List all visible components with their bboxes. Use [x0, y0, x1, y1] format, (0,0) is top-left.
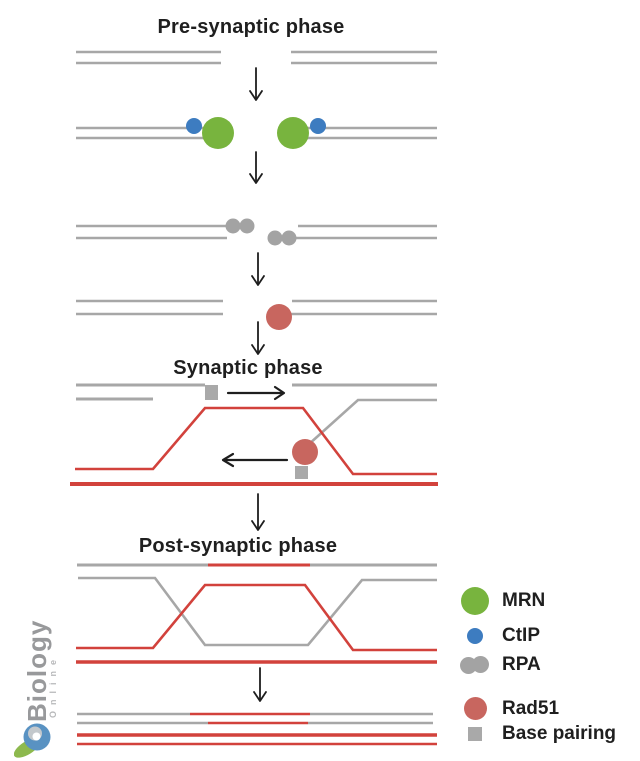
crossed-gray-strand — [78, 576, 437, 647]
rad51-protein — [292, 439, 318, 465]
dsdna-break-row — [76, 50, 437, 65]
rad51-row — [76, 299, 437, 330]
down-arrow-icon — [251, 493, 265, 531]
rpa-dimer-icon — [460, 656, 490, 674]
mrn-ctip-row — [76, 117, 437, 149]
post-synaptic-title: Post-synaptic phase — [138, 535, 338, 557]
down-arrow-icon — [253, 667, 267, 702]
legend-item-rad51: Rad51 — [456, 697, 559, 720]
biology-online-logo-icon — [14, 723, 51, 758]
ctip-circle-icon — [467, 628, 483, 644]
rad51-circle-icon — [463, 697, 487, 720]
legend-label: RPA — [502, 654, 541, 675]
left-arrow-icon — [221, 452, 289, 468]
legend-label: MRN — [502, 590, 546, 611]
mrn-circle-icon — [461, 587, 489, 615]
base-pairing-square — [205, 385, 218, 400]
base-pairing-square — [295, 466, 308, 479]
right-arrow-icon — [226, 385, 286, 401]
crossed-red-strand — [76, 583, 437, 652]
rpa-row — [76, 218, 437, 246]
mrn-protein — [202, 117, 234, 149]
post-synaptic-structure — [76, 563, 437, 664]
legend-item-mrn: MRN — [456, 587, 545, 615]
legend-label: Rad51 — [502, 697, 560, 719]
ctip-protein — [310, 118, 326, 134]
down-arrow-icon — [251, 252, 265, 286]
repaired-dna-row — [77, 712, 437, 746]
down-arrow-icon — [249, 67, 263, 101]
base-pairing-square-icon — [468, 727, 482, 741]
down-arrow-icon — [251, 321, 265, 355]
rad51-protein — [266, 304, 292, 330]
legend-item-base-pairing: Base pairing — [456, 723, 616, 744]
legend-item-rpa: RPA — [456, 654, 541, 675]
legend-item-ctip: CtIP — [456, 625, 540, 646]
synaptic-title: Synaptic phase — [173, 357, 323, 379]
synaptic-structure — [70, 383, 438, 486]
rpa-protein — [281, 230, 297, 246]
pre-synaptic-title: Pre-synaptic phase — [157, 16, 345, 38]
ctip-protein — [186, 118, 202, 134]
rpa-protein — [267, 230, 283, 246]
down-arrow-icon — [249, 151, 263, 184]
invading-strand — [75, 406, 437, 476]
watermark-subtext: Online — [48, 653, 58, 718]
legend-label: CtIP — [502, 625, 540, 646]
rpa-protein — [239, 218, 255, 234]
mrn-protein — [277, 117, 309, 149]
legend-label: Base pairing — [502, 723, 617, 744]
displaced-strand — [307, 398, 437, 446]
rpa-protein — [225, 218, 241, 234]
